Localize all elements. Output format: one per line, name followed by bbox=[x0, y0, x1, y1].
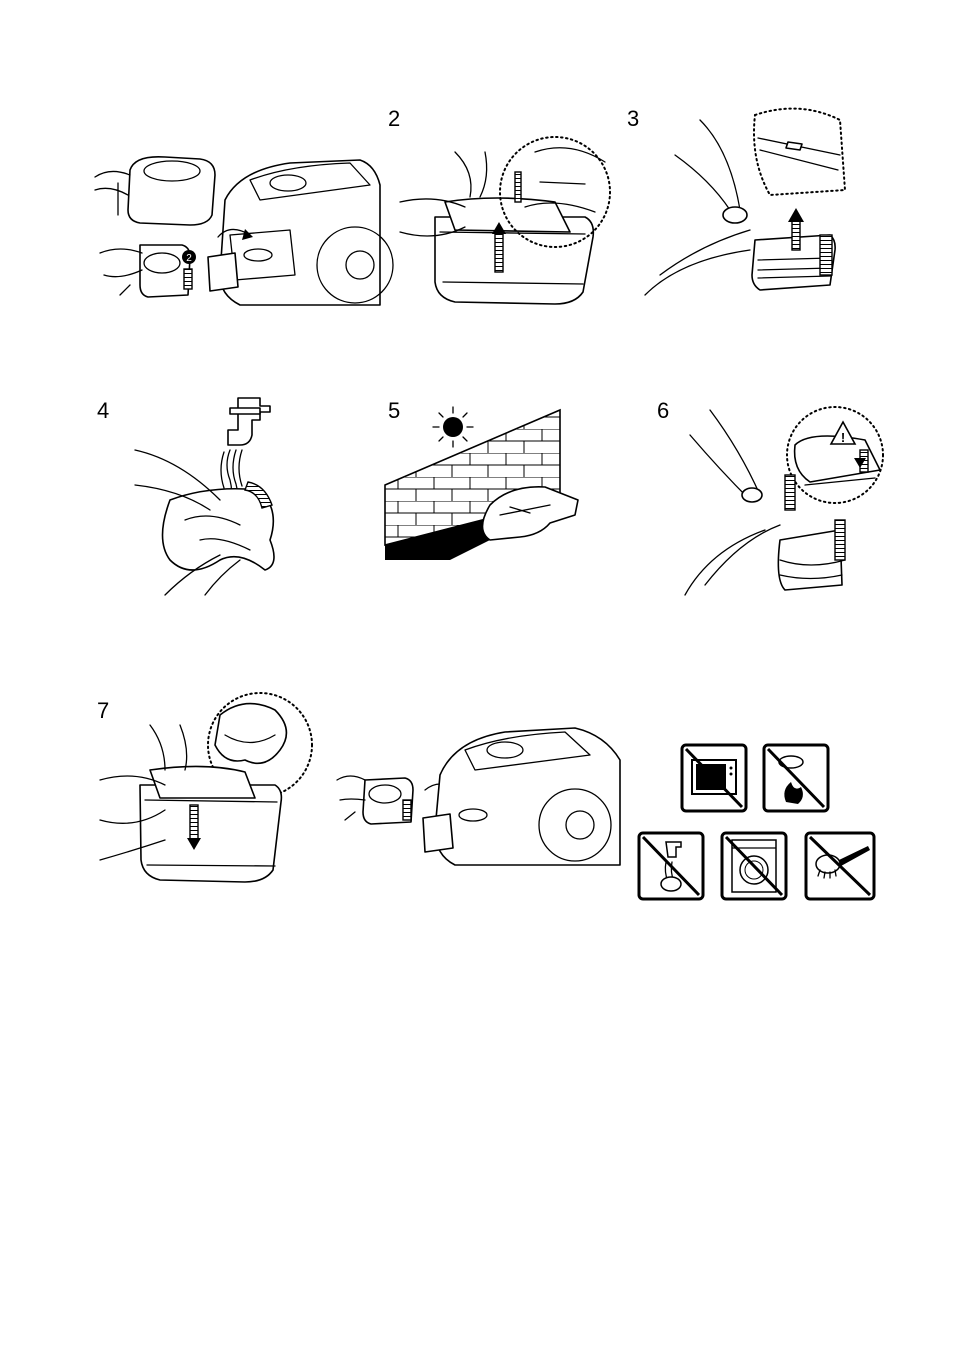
step-2-illustration bbox=[395, 122, 620, 317]
step-5-illustration bbox=[380, 405, 580, 570]
reinsert-filter-drawing: ! bbox=[680, 400, 885, 600]
no-tap-water-icon bbox=[639, 833, 703, 899]
step-8-illustration bbox=[335, 720, 625, 870]
step-1-badge: 2 bbox=[186, 253, 192, 264]
step-6-number: 6 bbox=[657, 400, 669, 422]
vacuum-reassemble-drawing bbox=[335, 720, 625, 870]
lift-filter-drawing bbox=[395, 122, 620, 317]
step-1-illustration: 2 bbox=[90, 145, 380, 310]
step-3-number: 3 bbox=[627, 108, 639, 130]
rinse-filter-drawing bbox=[130, 390, 300, 600]
step-4-number: 4 bbox=[97, 400, 109, 422]
no-washing-machine-icon bbox=[722, 833, 786, 899]
no-fire-icon bbox=[764, 745, 828, 811]
insert-filter-drawing bbox=[95, 690, 320, 890]
step-7-illustration bbox=[95, 690, 320, 890]
step-4-illustration bbox=[130, 390, 300, 600]
prohibition-icons bbox=[636, 742, 881, 902]
dry-filter-drawing bbox=[380, 405, 580, 570]
step-6-illustration: ! bbox=[680, 400, 885, 600]
remove-filter-drawing bbox=[640, 100, 850, 310]
sun-icon bbox=[443, 417, 463, 437]
vacuum-open-lid-drawing: 2 bbox=[90, 145, 380, 310]
no-brush-icon bbox=[806, 833, 874, 899]
warning-icon-label: ! bbox=[841, 430, 845, 445]
step-3-illustration bbox=[640, 100, 850, 310]
no-microwave-icon bbox=[682, 745, 746, 811]
